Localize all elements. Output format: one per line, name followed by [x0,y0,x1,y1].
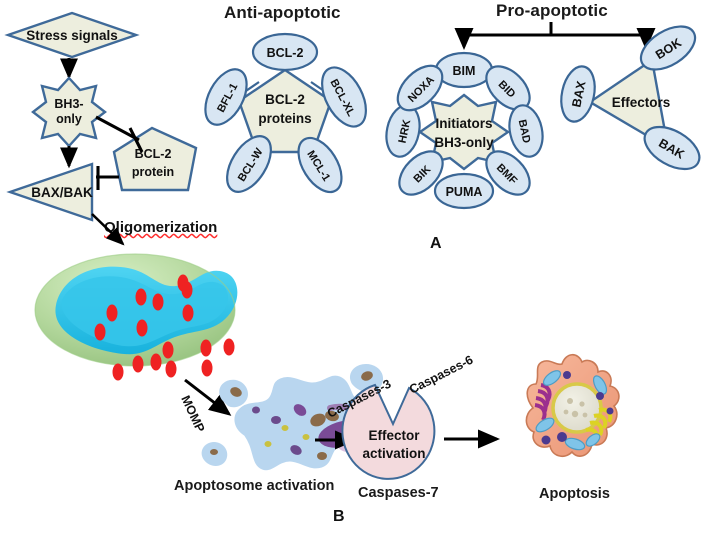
initiators-center-line2: BH3-only [434,135,494,150]
momp-label: MOMP [178,393,207,434]
node-bok: BOK [639,25,697,71]
pro-apoptotic-title: Pro-apoptotic [496,1,608,20]
apoptosis-label: Apoptosis [539,486,610,502]
anti-apoptotic-center-line1: BCL-2 [265,92,305,107]
node-bax-label: BAX [569,79,588,108]
arrow-oligomerization [91,213,125,246]
panel-a-label: A [430,235,442,252]
node-bid: BID [485,65,531,111]
node-mcl-1: MCL-1 [297,136,343,194]
node-bcl-xl: BCL-XL [321,66,367,128]
effectors-cluster: Effectors BOK BAX BAK [560,25,701,171]
node-bim-label: BIM [453,64,476,78]
bax-bak-node: BAX/BAK [6,162,94,222]
node-hrk: HRK [385,104,421,158]
mitochondrion-illustration [34,253,238,367]
bh3-only-label-line1: BH3- [54,97,83,111]
effector-activation-line1: Effector [368,428,420,443]
stress-signals-label: Stress signals [26,28,118,43]
bcl2-protein-label-line2: protein [132,165,174,179]
stress-signals-node: Stress signals [4,11,140,59]
node-puma: PUMA [433,172,495,210]
pro-apoptotic-bracket [454,22,656,50]
node-bcl2-label: BCL-2 [267,46,304,60]
caspase-7-label: Caspases-7 [358,485,439,501]
node-hrk-label: HRK [397,118,414,144]
node-bcl-w: BCL-W [226,135,272,193]
node-bax: BAX [560,65,596,123]
bcl2-protein-label-line1: BCL-2 [135,147,172,161]
node-bcl2: BCL-2 [251,32,319,72]
anti-apoptotic-cluster: BCL-2 proteins BCL-2 BCL-XL MCL-1 BCL-W [204,32,367,194]
node-puma-label: PUMA [446,185,483,199]
inhibition-bcl2-to-bh3 [95,115,144,153]
cytochrome-c-dots [112,338,235,381]
node-bad: BAD [508,104,544,158]
node-bmf: BMF [485,150,531,196]
apoptotic-cell-illustration [525,353,620,458]
inhibition-bcl2-to-baxbak [96,166,119,190]
apoptosome-label: Apoptosome activation [174,478,335,494]
bh3-only-label-line2: only [56,112,82,126]
anti-apoptotic-title: Anti-apoptotic [224,3,341,22]
bh3-only-node: BH3- only [31,76,107,148]
panel-b-label: B [333,508,345,525]
bax-bak-label: BAX/BAK [31,185,93,200]
effector-activation-line2: activation [362,446,425,461]
bcl2-protein-node: BCL-2 protein [112,126,198,192]
node-bfl-1: BFL-1 [204,68,248,126]
node-bad-label: BAD [516,119,533,145]
caspase-6-label: Caspases-6 [407,353,475,397]
effectors-center-label: Effectors [612,95,671,110]
node-bak: BAK [643,125,701,171]
arrow-momp [184,378,232,416]
effector-activation-node: Effector activation [341,383,436,480]
anti-apoptotic-center-line2: proteins [258,111,311,126]
node-bik: BIK [398,150,444,196]
node-bim: BIM [434,51,494,89]
initiators-center-line1: Initiators [435,116,492,131]
oligomerization-label: Oligomerization [104,219,218,236]
node-noxa: NOXA [396,64,444,112]
initiators-cluster: Initiators BH3-only BIM BID BAD BMF PUMA [385,51,544,210]
